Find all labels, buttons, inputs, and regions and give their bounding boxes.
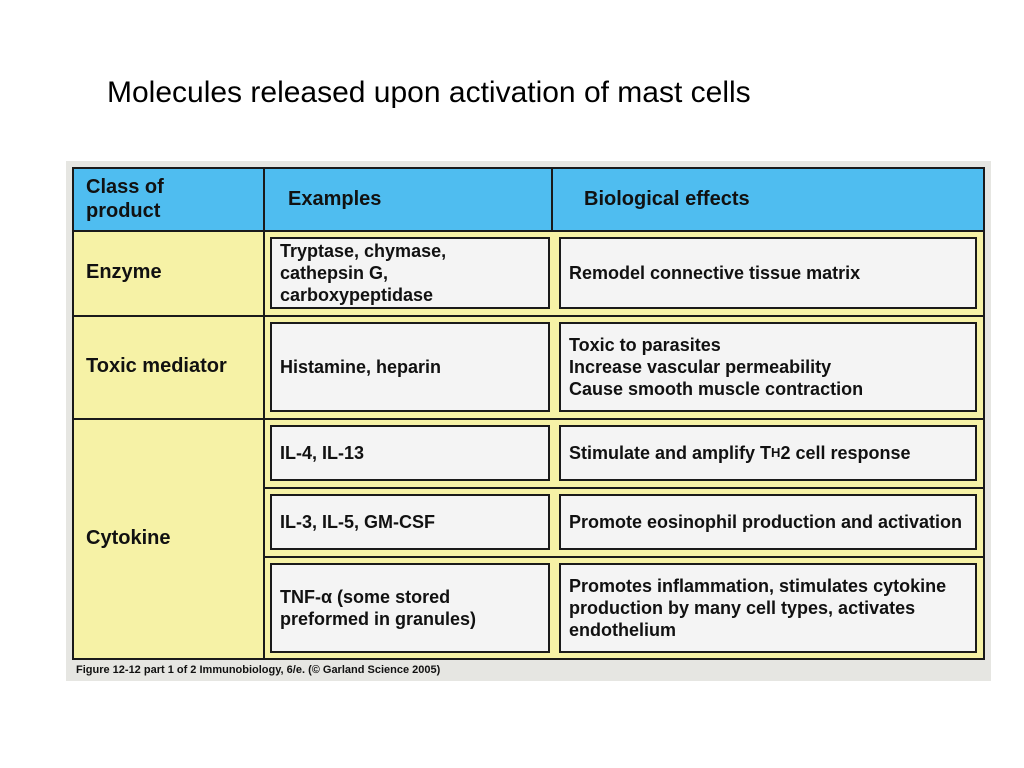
row-divider-2	[74, 418, 983, 420]
effect-subscript: H	[771, 445, 781, 460]
slide-title: Molecules released upon activation of ma…	[107, 76, 751, 109]
row-divider-1	[74, 315, 983, 317]
example-cell-toxic: Histamine, heparin	[270, 322, 550, 412]
header-class: Class of product	[86, 176, 164, 222]
column-divider-2	[551, 169, 553, 230]
class-enzyme: Enzyme	[86, 261, 162, 283]
effect-cell-enzyme: Remodel connective tissue matrix	[559, 237, 977, 309]
effect-text: 2 cell response	[780, 443, 911, 463]
column-divider-1	[263, 169, 265, 658]
class-toxic-mediator: Toxic mediator	[86, 355, 227, 377]
table-header-row	[74, 169, 983, 232]
header-effects: Biological effects	[584, 188, 750, 210]
effect-text: Stimulate and amplify T	[569, 443, 772, 463]
figure: Class of product Examples Biological eff…	[66, 161, 991, 681]
example-cell-tnf: TNF-α (some stored preformed in granules…	[270, 563, 550, 653]
effect-cell-tnf: Promotes inflammation, stimulates cytoki…	[559, 563, 977, 653]
class-cytokine: Cytokine	[86, 527, 171, 549]
row-divider-4	[265, 556, 983, 558]
mast-cell-molecules-table: Class of product Examples Biological eff…	[72, 167, 985, 660]
header-examples: Examples	[288, 188, 382, 210]
effect-cell-toxic: Toxic to parasites Increase vascular per…	[559, 322, 977, 412]
row-divider-3	[265, 487, 983, 489]
example-cell-enzyme: Tryptase, chymase, cathepsin G, carboxyp…	[270, 237, 550, 309]
effect-cell-il3: Promote eosinophil production and activa…	[559, 494, 977, 550]
example-cell-il4: IL-4, IL-13	[270, 425, 550, 481]
figure-caption: Figure 12-12 part 1 of 2 Immunobiology, …	[76, 664, 441, 676]
example-cell-il3: IL-3, IL-5, GM-CSF	[270, 494, 550, 550]
